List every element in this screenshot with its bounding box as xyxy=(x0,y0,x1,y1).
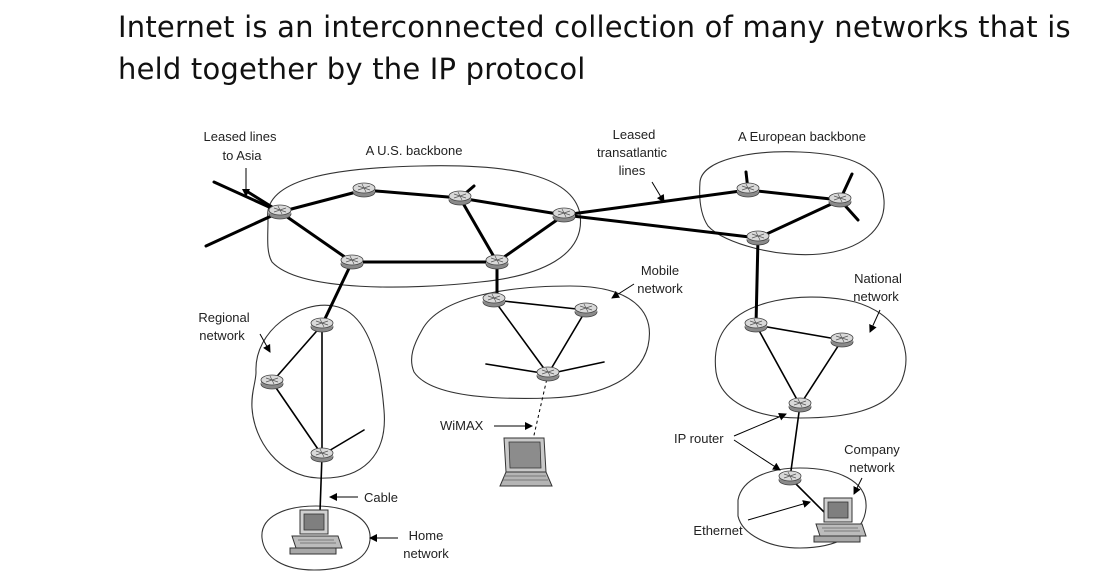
label-regional-line-2: network xyxy=(199,328,245,343)
mobile-network-cloud xyxy=(411,285,650,399)
label-home-line-2: network xyxy=(403,546,449,561)
label-ethernet: Ethernet xyxy=(693,523,743,538)
router-icon xyxy=(485,254,509,270)
label-regional-line-1: Regional xyxy=(198,310,249,325)
label-ip-router: IP router xyxy=(674,431,724,446)
label-us-backbone: A U.S. backbone xyxy=(366,143,463,158)
label-european-backbone: A European backbone xyxy=(738,129,866,144)
router-icon xyxy=(310,447,334,463)
label-leased-asia-line-1: Leased lines xyxy=(204,129,277,144)
national-network-cloud xyxy=(714,296,907,419)
label-leased-transatlantic-line-1: Leased xyxy=(613,127,656,142)
router-icon xyxy=(448,190,472,206)
annotation-arrows xyxy=(242,168,881,542)
slide-title: Internet is an interconnected collection… xyxy=(118,6,1078,90)
diagram-labels: Leased lines to Asia A U.S. backbone Lea… xyxy=(198,127,902,561)
router-icon xyxy=(260,374,284,390)
backbone-links xyxy=(204,170,860,327)
router-icon xyxy=(830,332,854,348)
router-icon xyxy=(828,192,852,208)
router-icon xyxy=(778,470,802,486)
label-leased-transatlantic-line-3: lines xyxy=(619,163,646,178)
router-icon xyxy=(268,204,292,220)
company-computer-icon xyxy=(813,497,867,543)
router-icon xyxy=(746,230,770,246)
router-icon xyxy=(744,317,768,333)
router-icon xyxy=(482,292,506,308)
label-national-line-1: National xyxy=(854,271,902,286)
router-icon xyxy=(340,254,364,270)
router-icon xyxy=(352,182,376,198)
router-icon xyxy=(310,317,334,333)
label-mobile-line-1: Mobile xyxy=(641,263,679,278)
label-company-line-2: network xyxy=(849,460,895,475)
label-leased-asia-line-2: to Asia xyxy=(222,148,262,163)
label-wimax: WiMAX xyxy=(440,418,484,433)
label-national-line-2: network xyxy=(853,289,899,304)
router-icon xyxy=(552,207,576,223)
label-cable: Cable xyxy=(364,490,398,505)
label-home-line-1: Home xyxy=(409,528,444,543)
home-computer-icon xyxy=(289,509,343,555)
label-company-line-1: Company xyxy=(844,442,900,457)
label-leased-transatlantic-line-2: transatlantic xyxy=(597,145,668,160)
routers xyxy=(260,182,854,486)
laptop-icon xyxy=(499,437,553,487)
regional-network-cloud xyxy=(251,304,385,479)
router-icon xyxy=(574,302,598,318)
company-network-cloud xyxy=(737,467,867,549)
title-line-1: Internet is an interconnected collection… xyxy=(118,10,1071,44)
router-icon xyxy=(736,182,760,198)
access-links xyxy=(271,299,843,519)
title-line-2: held together by the IP protocol xyxy=(118,52,586,86)
label-mobile-line-2: network xyxy=(637,281,683,296)
router-icon xyxy=(536,366,560,382)
us-backbone-cloud xyxy=(267,165,582,288)
router-icon xyxy=(788,397,812,413)
european-backbone-cloud xyxy=(699,151,885,256)
